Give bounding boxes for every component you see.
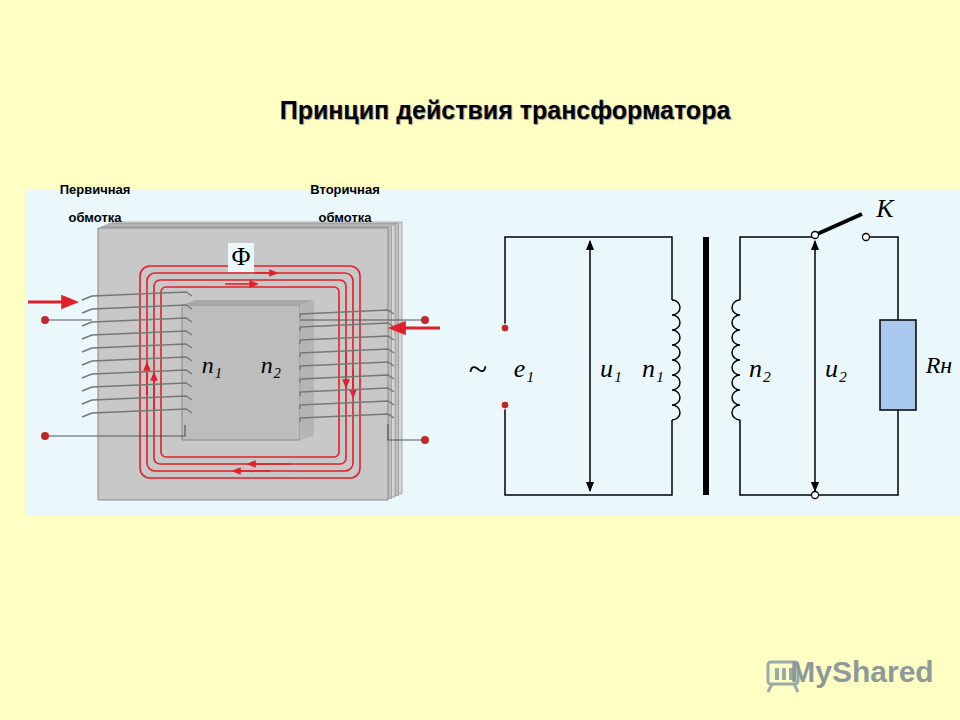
turns-label: n₁ — [642, 355, 664, 384]
flux-symbol: Φ — [228, 243, 253, 272]
diagram-title: Принцип действия трансформатора — [0, 96, 960, 125]
coil-windings — [82, 292, 394, 422]
core-symbol — [703, 237, 709, 495]
voltage-label: u₁ — [600, 355, 622, 384]
switch-contacts — [812, 232, 870, 499]
switch-label: K — [876, 195, 893, 224]
terminal-dots — [41, 316, 429, 444]
emf-label: e₁ — [514, 355, 535, 384]
transformer-core — [98, 222, 402, 500]
turns-label: n₂ — [261, 352, 281, 378]
ac-symbol: ~ — [469, 350, 487, 387]
voltage-label: u₂ — [825, 355, 847, 384]
load-label: Rн — [926, 352, 953, 378]
circuit-schematic — [505, 237, 898, 495]
winding-leads — [45, 320, 425, 440]
watermark: MyShared — [790, 655, 933, 688]
panel-ground — [25, 190, 960, 516]
winding-label: Первичная обмотка — [48, 176, 143, 232]
turns-label: n₂ — [749, 355, 771, 384]
switch-lever — [815, 214, 862, 235]
magnetic-flux — [140, 266, 360, 478]
resistor-symbol — [880, 320, 916, 410]
winding-label: Вторичная обмотка — [298, 176, 393, 232]
source-terminals — [501, 324, 509, 409]
current-arrows — [28, 302, 440, 328]
turns-label: n₁ — [202, 352, 222, 378]
